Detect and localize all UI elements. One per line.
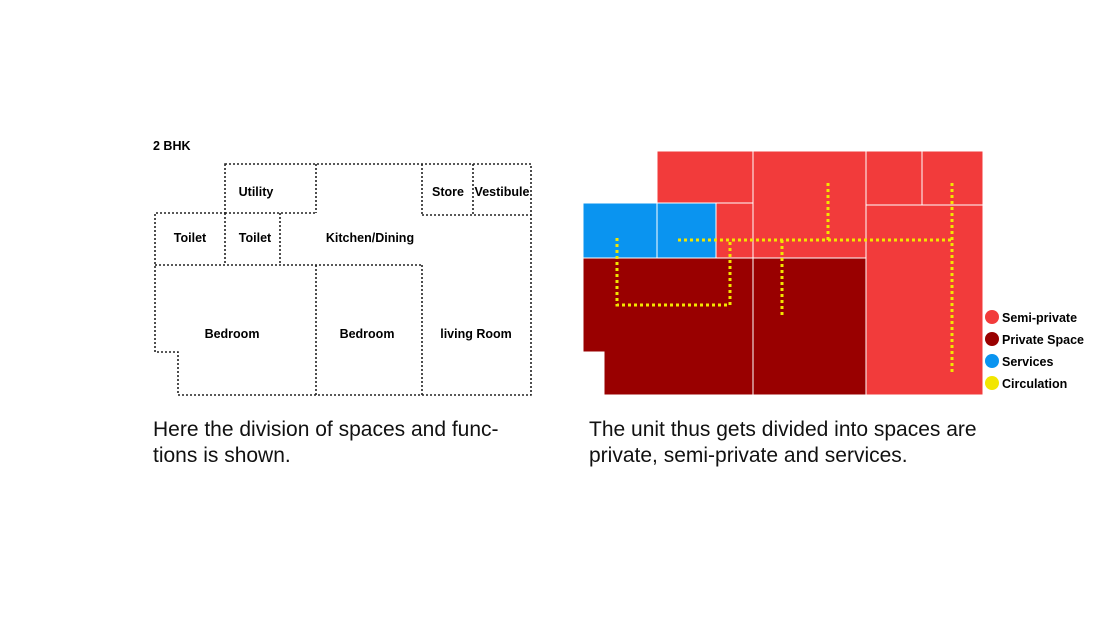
zone-services	[582, 202, 658, 259]
room-label-living-room: living Room	[440, 327, 512, 341]
floor-plan	[154, 163, 532, 396]
legend-swatch-circulation	[985, 376, 999, 390]
plan-outline	[154, 163, 532, 396]
zone-services	[656, 202, 717, 259]
zone-semi-private	[715, 202, 754, 259]
legend-label-circulation: Circulation	[1002, 377, 1067, 391]
room-label-store: Store	[432, 185, 464, 199]
legend-swatch-private-space	[985, 332, 999, 346]
room-label-vestibule: Vestibule	[475, 185, 530, 199]
legend-label-semi-private: Semi-private	[1002, 311, 1077, 325]
legend-label-private-space: Private Space	[1002, 333, 1084, 347]
zoning-diagram	[582, 150, 984, 396]
circulation-path	[615, 238, 732, 307]
zone-private	[582, 257, 754, 396]
room-label-utility: Utility	[239, 185, 274, 199]
zone-semi-private	[865, 204, 984, 396]
zone-semi-private	[656, 150, 754, 204]
room-label-bedroom: Bedroom	[340, 327, 395, 341]
circulation-paths	[615, 183, 954, 372]
zone-semi-private	[865, 150, 923, 206]
zone-private	[752, 257, 867, 396]
room-label-bedroom: Bedroom	[205, 327, 260, 341]
zone-semi-private	[752, 150, 867, 259]
room-labels: Utility Store Vestibule Toilet Toilet Ki…	[174, 185, 530, 341]
legend-swatch-semi-private	[985, 310, 999, 324]
caption-zoning: The unit thus gets divided into spaces a…	[589, 418, 977, 467]
legend-label-services: Services	[1002, 355, 1053, 369]
legend: Semi-private Private Space Services Circ…	[985, 310, 1084, 391]
legend-swatch-services	[985, 354, 999, 368]
plan-title: 2 BHK	[153, 139, 191, 153]
room-label-kitchen-dining: Kitchen/Dining	[326, 231, 414, 245]
room-label-toilet: Toilet	[174, 231, 207, 245]
caption-plan: Here the division of spaces and func-tio…	[153, 418, 499, 467]
room-label-toilet: Toilet	[239, 231, 272, 245]
